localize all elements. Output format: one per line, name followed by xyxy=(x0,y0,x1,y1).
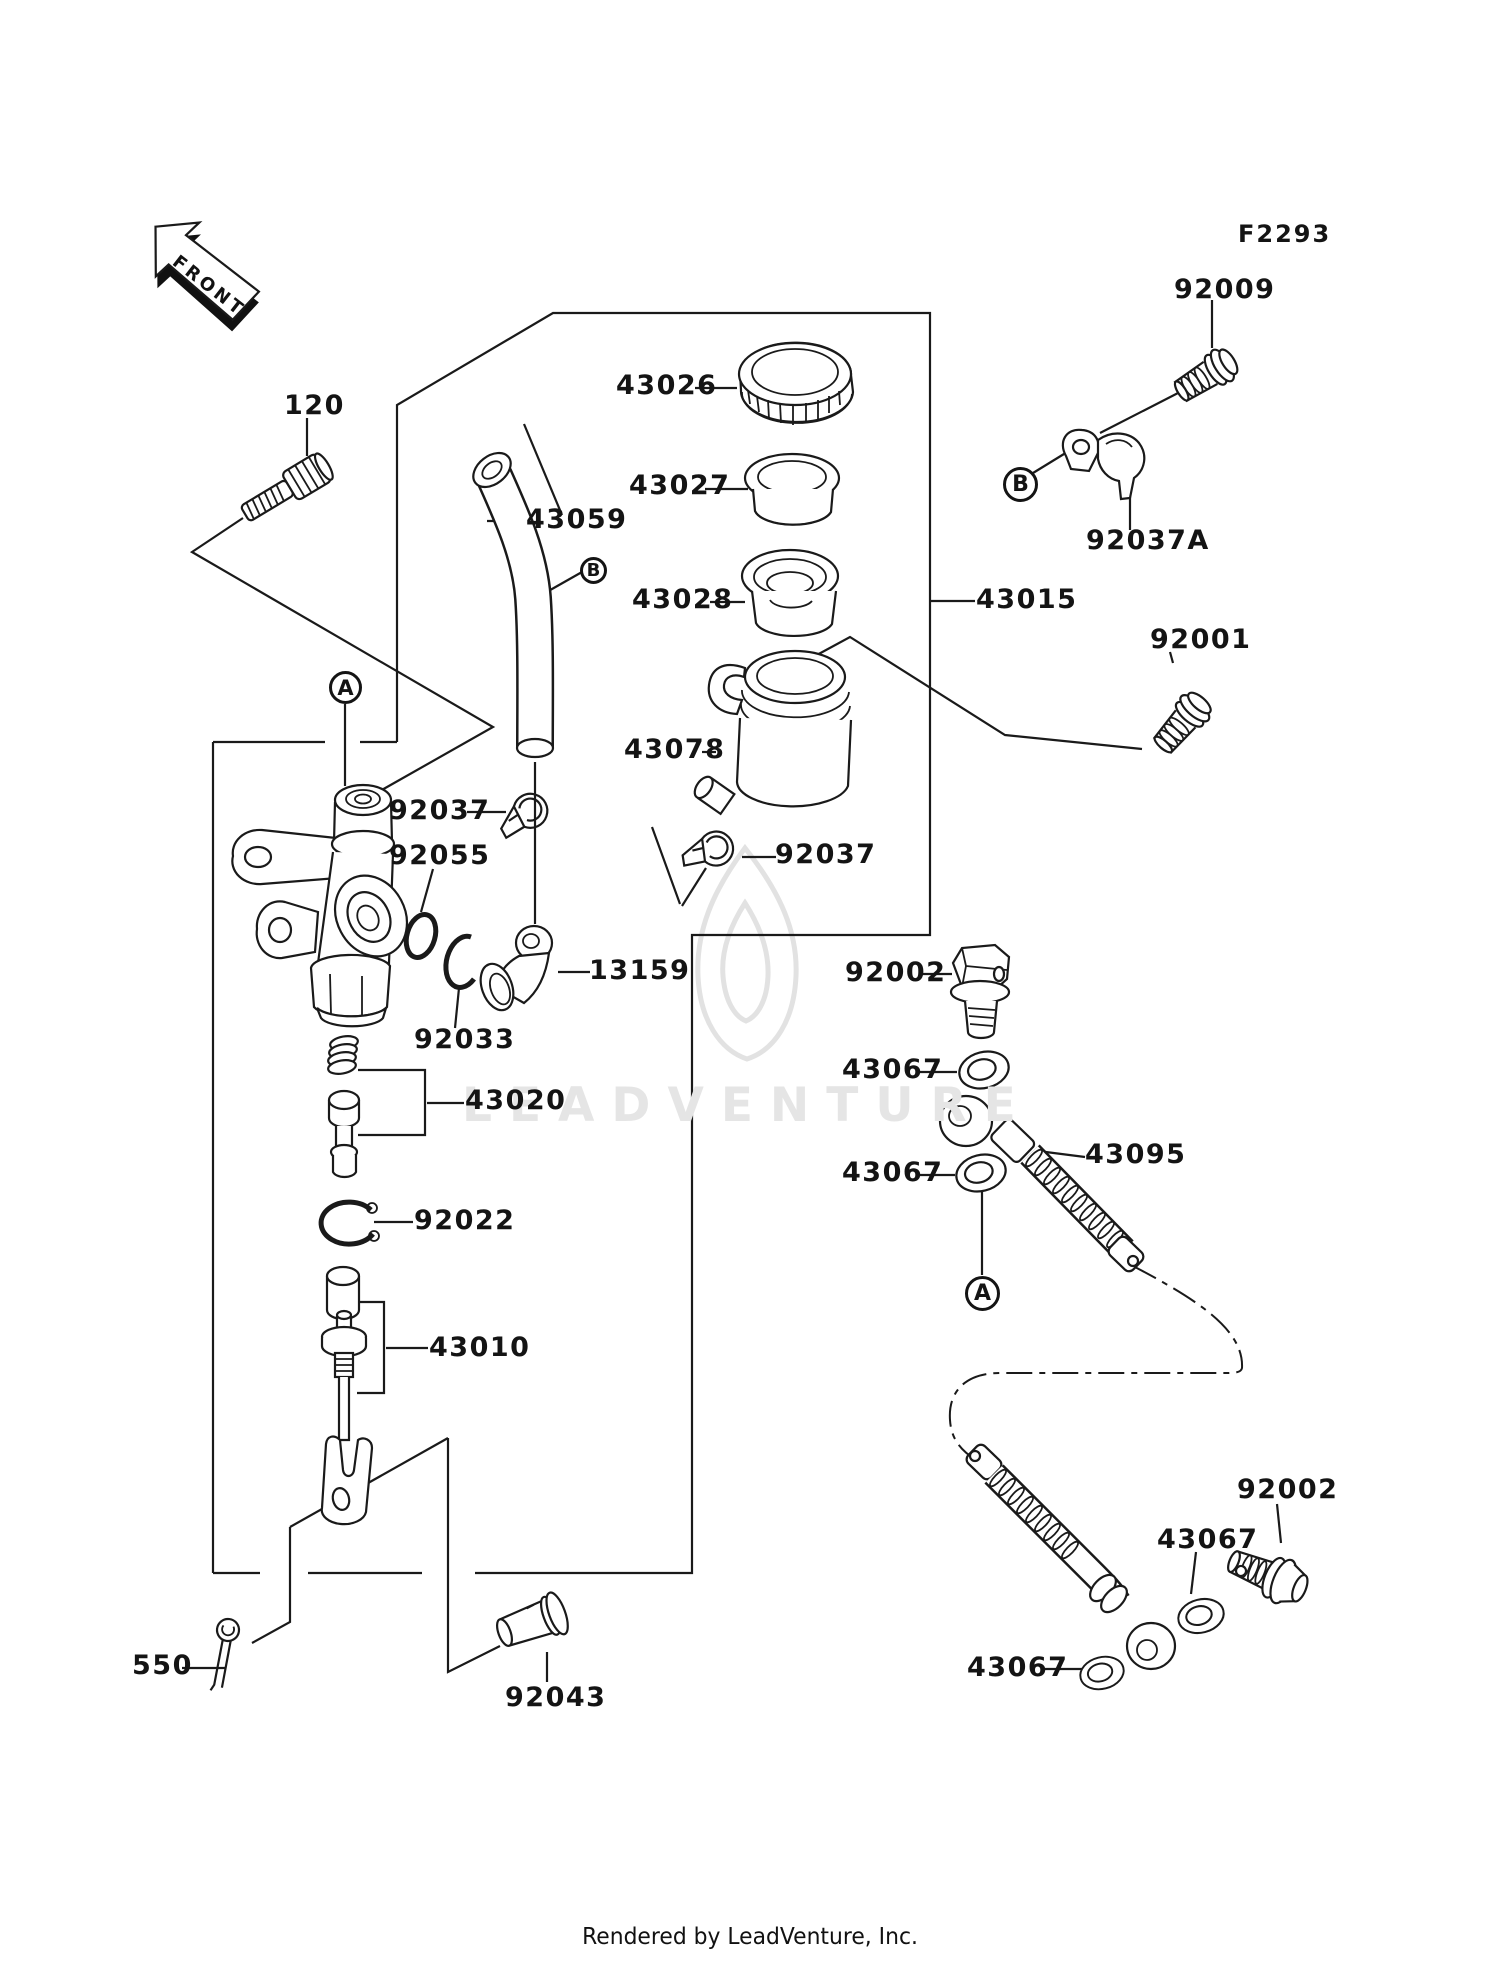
leadventure-watermark-text: LEADVENTURE xyxy=(462,1078,1033,1133)
front-arrow: FRONT xyxy=(154,221,261,332)
part-label-43010[interactable]: 43010 xyxy=(429,1332,531,1363)
drawing-washer-43067-c xyxy=(1173,1593,1229,1639)
part-label-92037-right[interactable]: 92037 xyxy=(775,839,877,870)
drawing-pin-92043 xyxy=(496,1591,569,1647)
part-label-92022[interactable]: 92022 xyxy=(414,1205,516,1236)
part-label-43095[interactable]: 43095 xyxy=(1085,1139,1187,1170)
callout-a-master-cylinder: A xyxy=(329,671,362,704)
drawing-snapring-92033 xyxy=(443,933,476,990)
part-label-550[interactable]: 550 xyxy=(132,1650,193,1681)
drawing-clamp-92037-right xyxy=(680,826,737,874)
drawing-banjo-bolt-92002-upper xyxy=(949,943,1011,1040)
callout-a-hose: A xyxy=(965,1276,1000,1311)
part-label-92002-lower[interactable]: 92002 xyxy=(1237,1474,1339,1505)
part-label-92002-upper[interactable]: 92002 xyxy=(845,957,947,988)
part-label-92033[interactable]: 92033 xyxy=(414,1024,516,1055)
drawing-elbow-13159 xyxy=(479,924,554,1012)
drawing-bolt-92009 xyxy=(1167,342,1245,410)
part-label-43026[interactable]: 43026 xyxy=(616,370,718,401)
part-label-92001[interactable]: 92001 xyxy=(1150,624,1252,655)
drawing-brake-hose-43095-upper xyxy=(938,1094,1145,1273)
part-label-43027[interactable]: 43027 xyxy=(629,470,731,501)
drawing-brake-hose-43095-lower xyxy=(965,1443,1177,1671)
drawing-cotter-550 xyxy=(209,1617,241,1691)
drawing-piston-43020 xyxy=(327,1035,427,1179)
drawing-banjo-bolt-92002-lower xyxy=(1227,1550,1309,1605)
drawing-clamp-92037-left xyxy=(494,789,553,840)
leadventure-flame-watermark xyxy=(695,843,799,1062)
part-label-92037-left[interactable]: 92037 xyxy=(389,795,491,826)
drawing-pushrod-43010 xyxy=(320,1265,386,1526)
part-label-13159[interactable]: 13159 xyxy=(589,955,691,986)
drawing-seat-43027 xyxy=(743,452,841,526)
footer-credit: Rendered by LeadVenture, Inc. xyxy=(582,1924,918,1950)
part-label-43020[interactable]: 43020 xyxy=(465,1085,567,1116)
drawing-bracket-92037a xyxy=(1061,428,1146,501)
part-label-43015[interactable]: 43015 xyxy=(976,584,1078,615)
part-label-92037a[interactable]: 92037A xyxy=(1086,525,1210,556)
drawing-washer-43067-d xyxy=(1075,1651,1129,1695)
part-label-120[interactable]: 120 xyxy=(284,390,345,421)
drawing-oring-92055 xyxy=(403,912,439,960)
part-label-43067-c[interactable]: 43067 xyxy=(1157,1524,1259,1555)
part-label-92009[interactable]: 92009 xyxy=(1174,274,1276,305)
drawing-reservoir-43078 xyxy=(693,649,853,816)
part-label-43059[interactable]: 43059 xyxy=(526,504,628,535)
part-label-43067-d[interactable]: 43067 xyxy=(967,1652,1069,1683)
drawing-bolt-92001 xyxy=(1146,685,1219,761)
part-label-92043[interactable]: 92043 xyxy=(505,1682,607,1713)
part-label-92055[interactable]: 92055 xyxy=(389,840,491,871)
part-label-43067-b[interactable]: 43067 xyxy=(842,1157,944,1188)
callout-b-hose: B xyxy=(580,557,607,584)
figure-code: F2293 xyxy=(1238,220,1332,248)
part-label-43028[interactable]: 43028 xyxy=(632,584,734,615)
callout-b-bracket: B xyxy=(1003,467,1038,502)
drawing-hose-43059 xyxy=(472,451,555,759)
drawing-master-cylinder-body xyxy=(231,783,409,1028)
diagram-frame-lines xyxy=(211,311,932,1575)
drawing-cap-43026 xyxy=(737,341,855,425)
drawing-circlip-92022 xyxy=(318,1199,380,1247)
drawing-bolt-120 xyxy=(240,452,334,522)
drawing-diaphragm-43028 xyxy=(740,548,840,638)
part-label-43078[interactable]: 43078 xyxy=(624,734,726,765)
drawing-washer-43067-b xyxy=(951,1148,1011,1198)
part-label-43067-a[interactable]: 43067 xyxy=(842,1054,944,1085)
